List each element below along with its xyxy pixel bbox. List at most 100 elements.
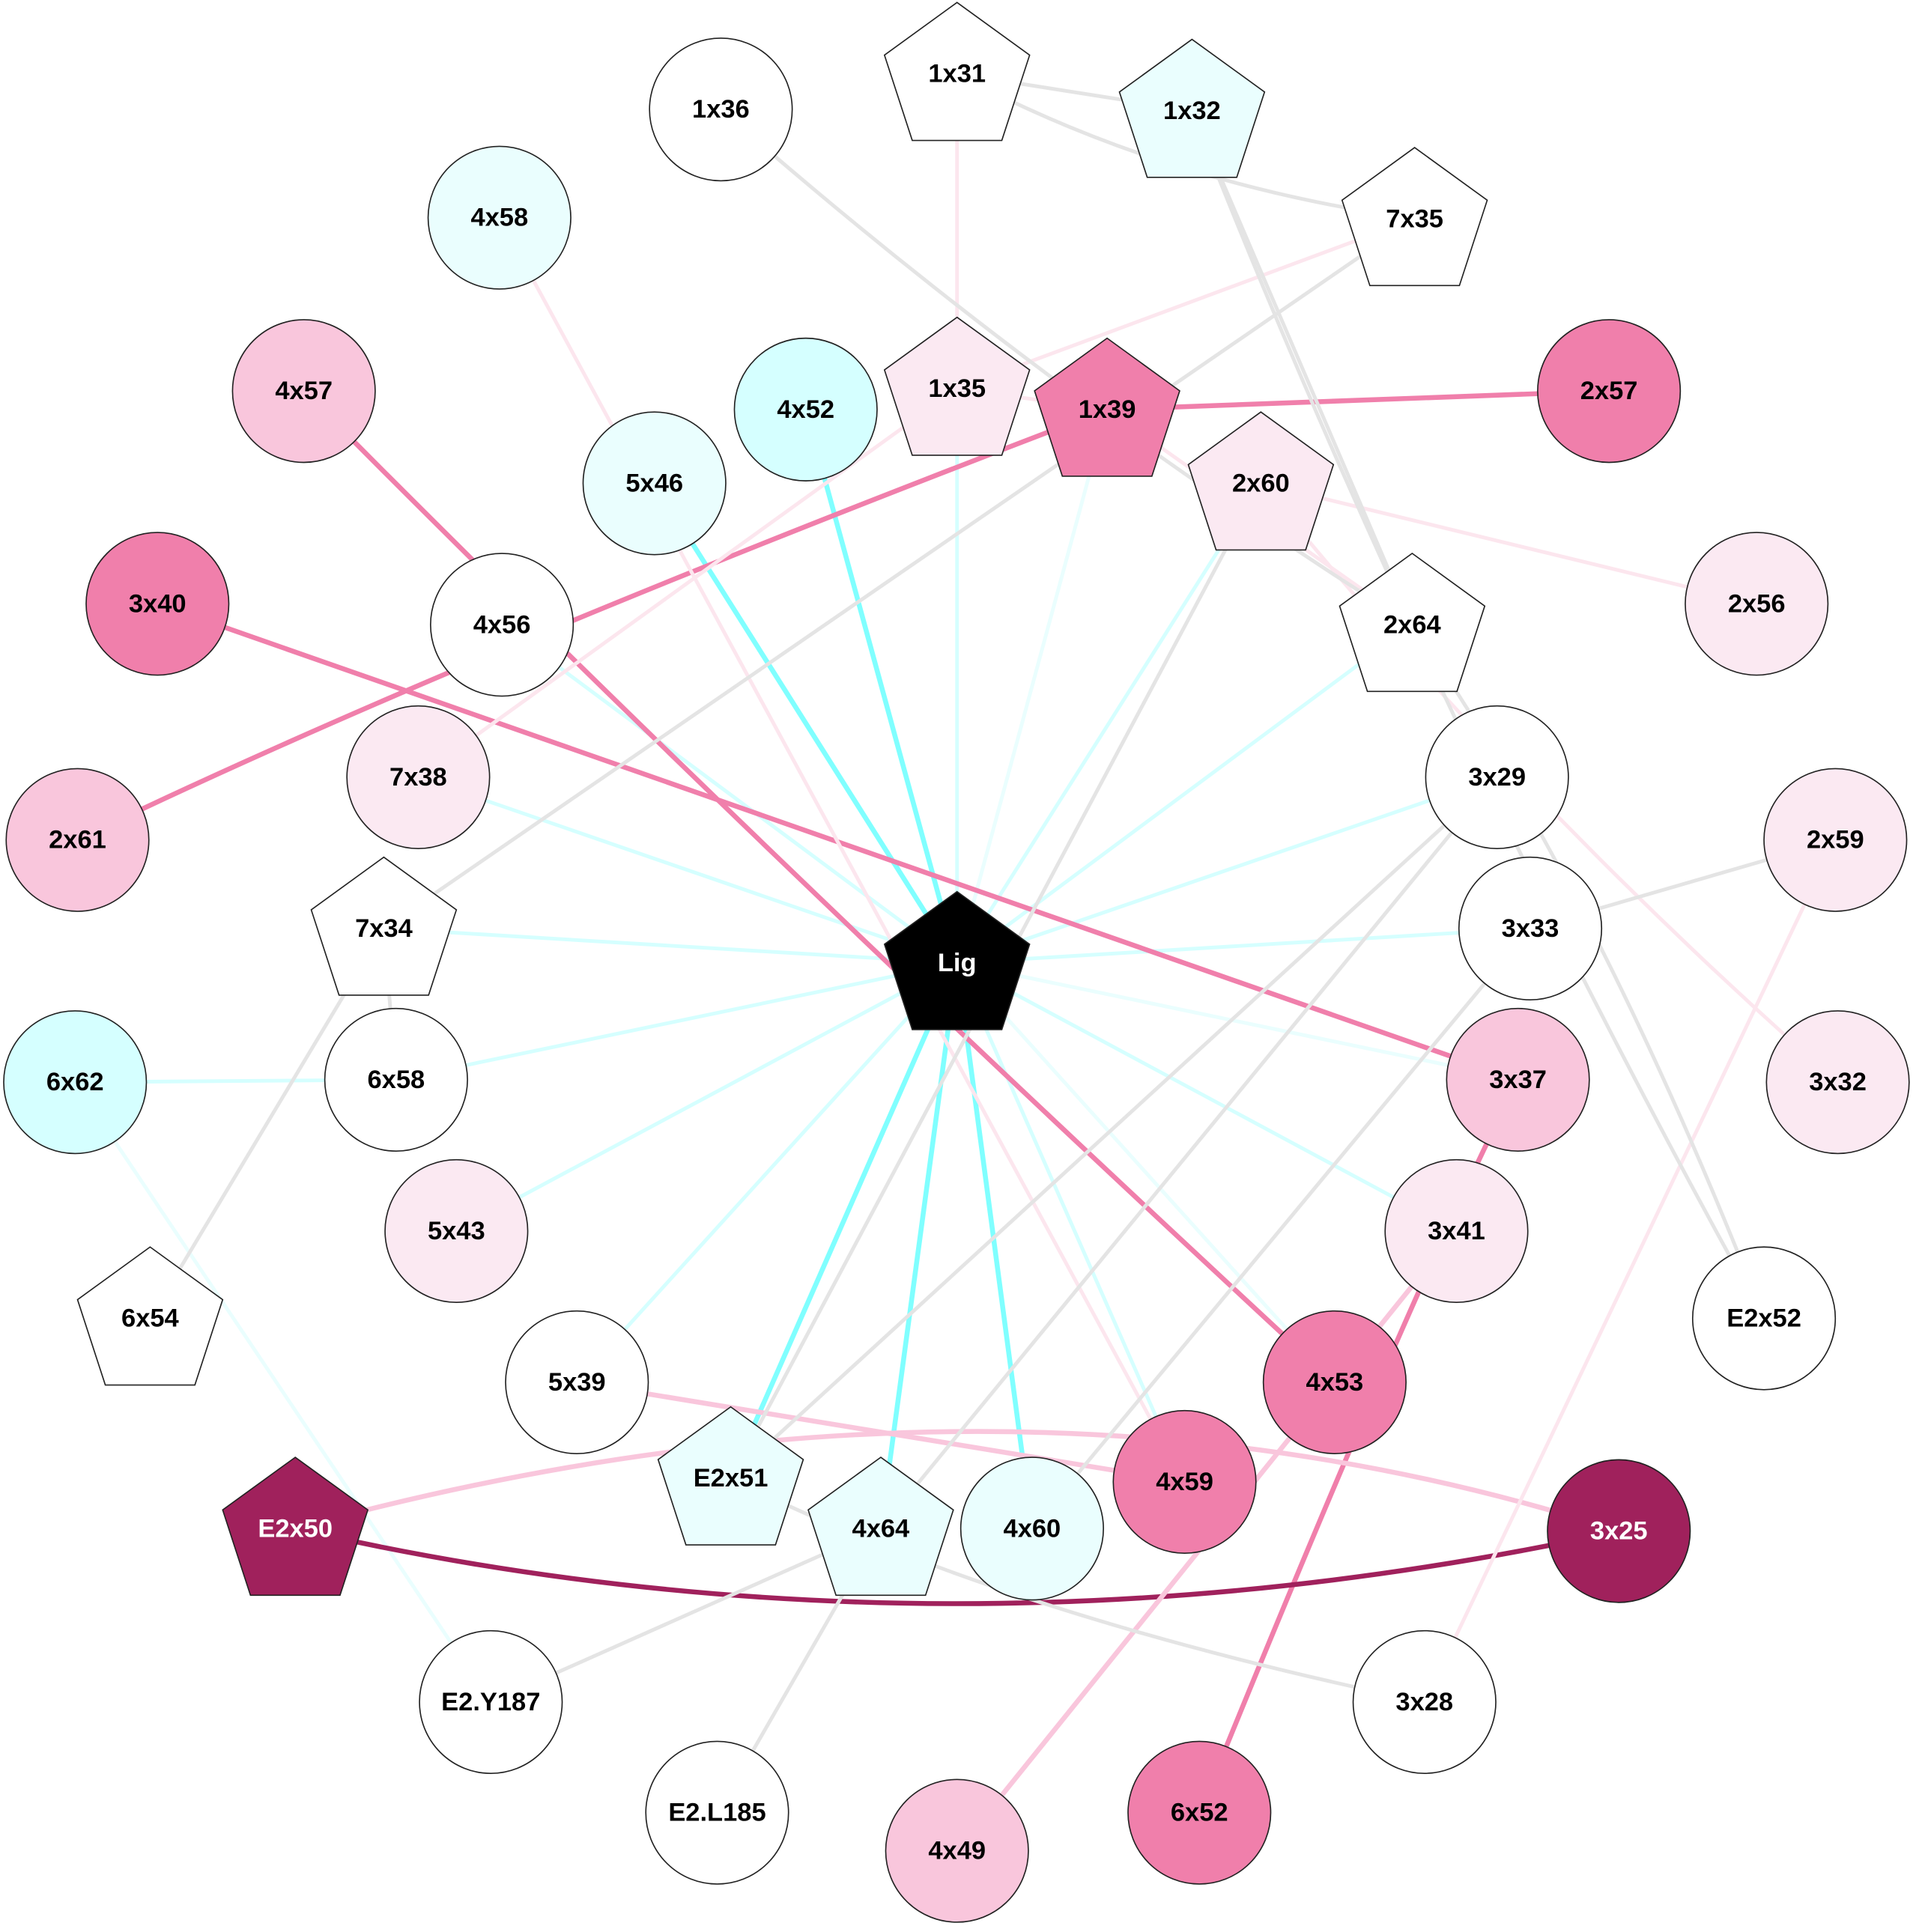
node-3x29[interactable]: 3x29: [1425, 705, 1569, 849]
node-3x41[interactable]: 3x41: [1384, 1158, 1529, 1303]
node-7x35[interactable]: 7x35: [1341, 147, 1488, 287]
node-label: 2x60: [1232, 469, 1290, 497]
node-5x43[interactable]: 5x43: [384, 1158, 529, 1303]
node-6x62[interactable]: 6x62: [3, 1010, 148, 1155]
pentagon-node-shape: [76, 1246, 224, 1386]
node-label: 6x58: [367, 1066, 425, 1094]
node-label: 3x29: [1468, 763, 1526, 792]
circle-node-shape: [1763, 768, 1908, 912]
node-3x40[interactable]: 3x40: [85, 532, 230, 676]
circle-node-shape: [419, 1629, 563, 1774]
pentagon-node-shape: [883, 316, 1031, 456]
node-label: 2x56: [1728, 589, 1786, 618]
node-5x46[interactable]: 5x46: [582, 411, 727, 556]
edge-Lig-2x64: [956, 623, 1413, 965]
node-6x58[interactable]: 6x58: [324, 1007, 468, 1152]
pentagon-node-shape: [310, 856, 458, 996]
node-E2x52[interactable]: E2x52: [1691, 1246, 1837, 1391]
node-Lig[interactable]: Lig: [883, 890, 1031, 1030]
pentagon-node-shape: [883, 890, 1031, 1030]
circle-node-shape: [324, 1007, 468, 1152]
node-1x32[interactable]: 1x32: [1118, 38, 1266, 178]
node-label: 5x43: [428, 1217, 485, 1245]
node-label: 4x49: [928, 1837, 986, 1865]
edge-4x57-4x53: [302, 389, 1337, 1385]
circle-node-shape: [1691, 1246, 1837, 1391]
node-E2x51[interactable]: E2x51: [657, 1406, 804, 1546]
node-label: E2x51: [694, 1464, 768, 1492]
circle-node-shape: [649, 37, 793, 182]
edge-Lig-6x58: [395, 961, 958, 1082]
node-2x64[interactable]: 2x64: [1339, 553, 1486, 693]
node-E2x50[interactable]: E2x50: [222, 1456, 369, 1597]
edge-E2x50-3x25: [294, 1526, 1619, 1606]
pentagon-node-shape: [1187, 411, 1335, 551]
node-4x53[interactable]: 4x53: [1262, 1310, 1407, 1454]
circle-node-shape: [1547, 1459, 1691, 1603]
edge-1x32-E2x52: [1190, 109, 1766, 1319]
circle-node-shape: [1262, 1310, 1407, 1454]
node-4x57[interactable]: 4x57: [231, 319, 376, 464]
node-2x60[interactable]: 2x60: [1187, 411, 1335, 551]
node-2x56[interactable]: 2x56: [1685, 532, 1829, 676]
circle-node-shape: [85, 532, 230, 676]
node-3x25[interactable]: 3x25: [1547, 1459, 1691, 1603]
node-2x59[interactable]: 2x59: [1763, 768, 1908, 912]
node-3x37[interactable]: 3x37: [1446, 1007, 1590, 1152]
node-1x31[interactable]: 1x31: [883, 1, 1031, 142]
pentagon-node-shape: [657, 1406, 804, 1546]
node-4x56[interactable]: 4x56: [430, 553, 575, 697]
node-E2.L185[interactable]: E2.L185: [645, 1740, 789, 1885]
circle-node-shape: [231, 319, 376, 464]
node-label: 2x59: [1807, 826, 1864, 854]
node-1x36[interactable]: 1x36: [649, 37, 793, 182]
node-label: 1x35: [928, 374, 986, 403]
node-4x58[interactable]: 4x58: [427, 145, 572, 290]
edge-7x35-7x34: [383, 217, 1416, 930]
circle-node-shape: [3, 1010, 148, 1155]
circle-node-shape: [1765, 1010, 1910, 1155]
nodes-layer: 1x31 1x32 1x36 7x35 4x58 4x57 1x35 4x52 1x39 2x57…: [3, 1, 1910, 1923]
edge-E2x50-3x25: [294, 1429, 1620, 1534]
node-3x28[interactable]: 3x28: [1352, 1629, 1497, 1774]
node-2x57[interactable]: 2x57: [1537, 319, 1682, 464]
node-label: 5x46: [625, 469, 683, 497]
node-label: 3x28: [1395, 1688, 1453, 1716]
node-E2.Y187[interactable]: E2.Y187: [419, 1629, 563, 1774]
node-7x38[interactable]: 7x38: [346, 705, 491, 849]
node-1x35[interactable]: 1x35: [883, 316, 1031, 456]
edge-Lig-3x33: [957, 926, 1531, 965]
node-4x49[interactable]: 4x49: [885, 1778, 1029, 1923]
node-4x52[interactable]: 4x52: [733, 337, 878, 482]
node-4x59[interactable]: 4x59: [1112, 1409, 1257, 1555]
circle-node-shape: [960, 1456, 1104, 1601]
node-4x60[interactable]: 4x60: [960, 1456, 1104, 1601]
node-1x39[interactable]: 1x39: [1034, 337, 1180, 477]
edges-layer: [73, 72, 1840, 1853]
node-5x39[interactable]: 5x39: [505, 1310, 649, 1454]
node-label: 2x57: [1580, 377, 1638, 405]
node-2x61[interactable]: 2x61: [5, 768, 150, 912]
circle-node-shape: [1685, 532, 1829, 676]
pentagon-node-shape: [1118, 38, 1266, 178]
circle-node-shape: [346, 705, 491, 849]
node-6x52[interactable]: 6x52: [1127, 1740, 1272, 1885]
edge-Lig-7x34: [384, 926, 957, 965]
node-3x33[interactable]: 3x33: [1458, 856, 1603, 1000]
pentagon-node-shape: [883, 1, 1031, 142]
circle-node-shape: [1425, 705, 1569, 849]
node-label: E2x50: [258, 1514, 333, 1543]
node-label: E2.Y187: [441, 1688, 540, 1716]
circle-node-shape: [733, 337, 878, 482]
node-3x32[interactable]: 3x32: [1765, 1010, 1910, 1155]
node-6x54[interactable]: 6x54: [76, 1246, 224, 1386]
edge-Lig-4x56: [500, 623, 959, 965]
node-label: 7x34: [355, 914, 413, 943]
node-4x64[interactable]: 4x64: [807, 1456, 954, 1597]
node-label: 6x62: [46, 1068, 104, 1096]
edge-Lig-4x59: [955, 962, 1186, 1483]
node-7x34[interactable]: 7x34: [310, 856, 458, 996]
edge-Lig-4x52: [803, 409, 960, 964]
node-label: 3x32: [1809, 1068, 1867, 1096]
